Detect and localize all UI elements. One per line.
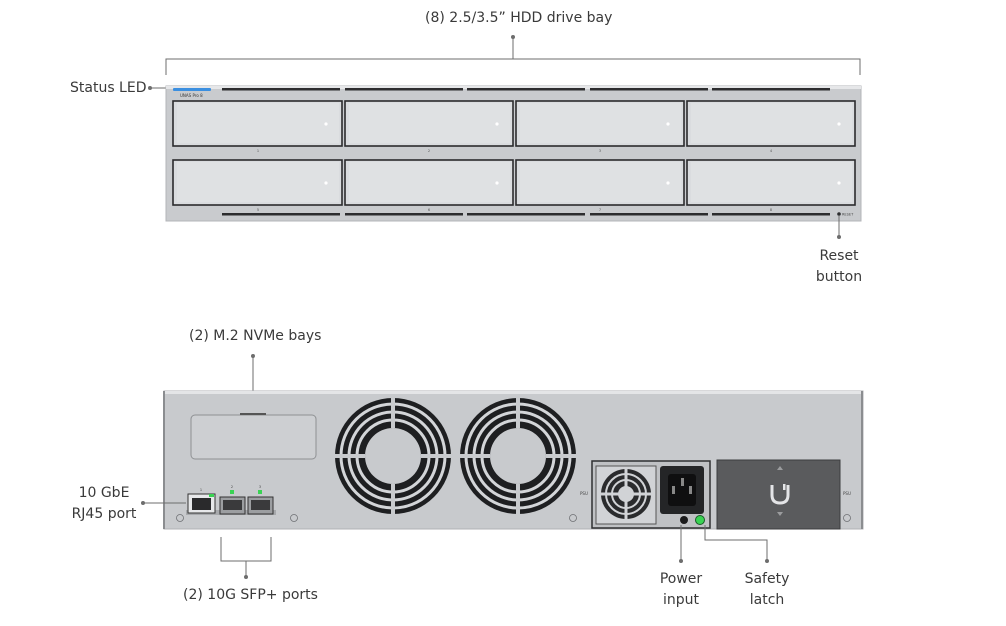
sfp-label: (2) 10G SFP+ ports [183,587,318,603]
port-number: 1 [200,488,202,492]
safety-latch[interactable] [695,515,705,525]
reset-button[interactable] [837,212,841,216]
drive-bay-callout-line [165,38,861,75]
port-number: 3 [259,485,261,489]
nvme-callout-dot [251,354,255,358]
latch-label-line2: latch [749,592,785,608]
reset-text: RESET [842,213,854,217]
drive-bays [172,100,856,206]
drive-bay[interactable] [515,100,685,147]
reset-label-line1: Reset [819,248,859,264]
bay-number: 2 [428,149,430,153]
front-chassis-top-edge [166,86,861,89]
latch-hole [680,516,688,524]
drive-bay[interactable] [344,159,514,206]
psu-tag: PSU [580,491,588,496]
reset-label: Reset button [808,246,870,288]
latch-label-line1: Safety [744,571,790,587]
bay-number: 4 [770,149,773,153]
power-label: Power input [651,569,711,611]
port-number: 2 [231,485,233,489]
fan-left [335,398,451,514]
drive-bay[interactable] [515,159,685,206]
screw-icon [569,514,577,522]
status-led [173,88,211,91]
rj45-label-line2: RJ45 port [71,506,137,522]
fan-right [460,398,576,514]
psu-tag: PSU [843,491,851,496]
latch-callout-dot [765,559,769,563]
reset-label-line2: button [815,269,863,285]
front-bottom-vents [222,213,830,216]
rj45-port[interactable] [187,493,216,514]
bay-number: 7 [599,208,601,212]
drive-bay[interactable] [686,159,856,206]
rj45-label: 10 GbE RJ45 port [68,483,140,525]
drive-bay[interactable] [344,100,514,147]
bay-number: 6 [428,208,430,212]
power-callout-dot [679,559,683,563]
status-led-label: Status LED [70,80,147,96]
screw-icon [176,514,184,522]
screw-icon [290,514,298,522]
reset-callout-dot [837,235,841,239]
rear-chassis-top-edge [164,391,863,394]
nvme-bay-cover[interactable] [190,414,317,460]
model-text: UNAS Pro 8 [180,93,203,98]
drive-bay[interactable] [172,100,343,147]
power-label-line2: input [662,592,699,608]
sfp-port[interactable] [219,490,246,515]
bay-number: 1 [257,149,259,153]
ubiquiti-logo-icon [770,485,790,505]
nvme-cover-tab [240,413,266,415]
bay-number: 8 [770,208,772,212]
power-label-line1: Power [659,571,703,587]
bay-number: 5 [257,208,259,212]
nvme-label: (2) M.2 NVMe bays [189,328,322,344]
front-top-vents [222,88,830,91]
latch-label: Safety latch [737,569,797,611]
screw-icon [843,514,851,522]
psu-blank-cover [716,459,841,530]
power-supply [591,460,711,529]
sfp-callout-bracket [220,537,272,562]
sfp-port[interactable] [247,490,274,515]
sfp-callout-dot [244,575,248,579]
rj45-callout-dot [141,501,145,505]
drive-bay[interactable] [172,159,343,206]
drive-bay-label: (8) 2.5/3.5” HDD drive bay [425,10,613,26]
bay-number: 3 [599,149,601,153]
drive-bay[interactable] [686,100,856,147]
latch-callout-line [704,525,768,560]
drive-bay-callout-dot [511,35,515,39]
rj45-label-line1: 10 GbE [78,485,130,501]
status-led-callout-dot [148,86,152,90]
